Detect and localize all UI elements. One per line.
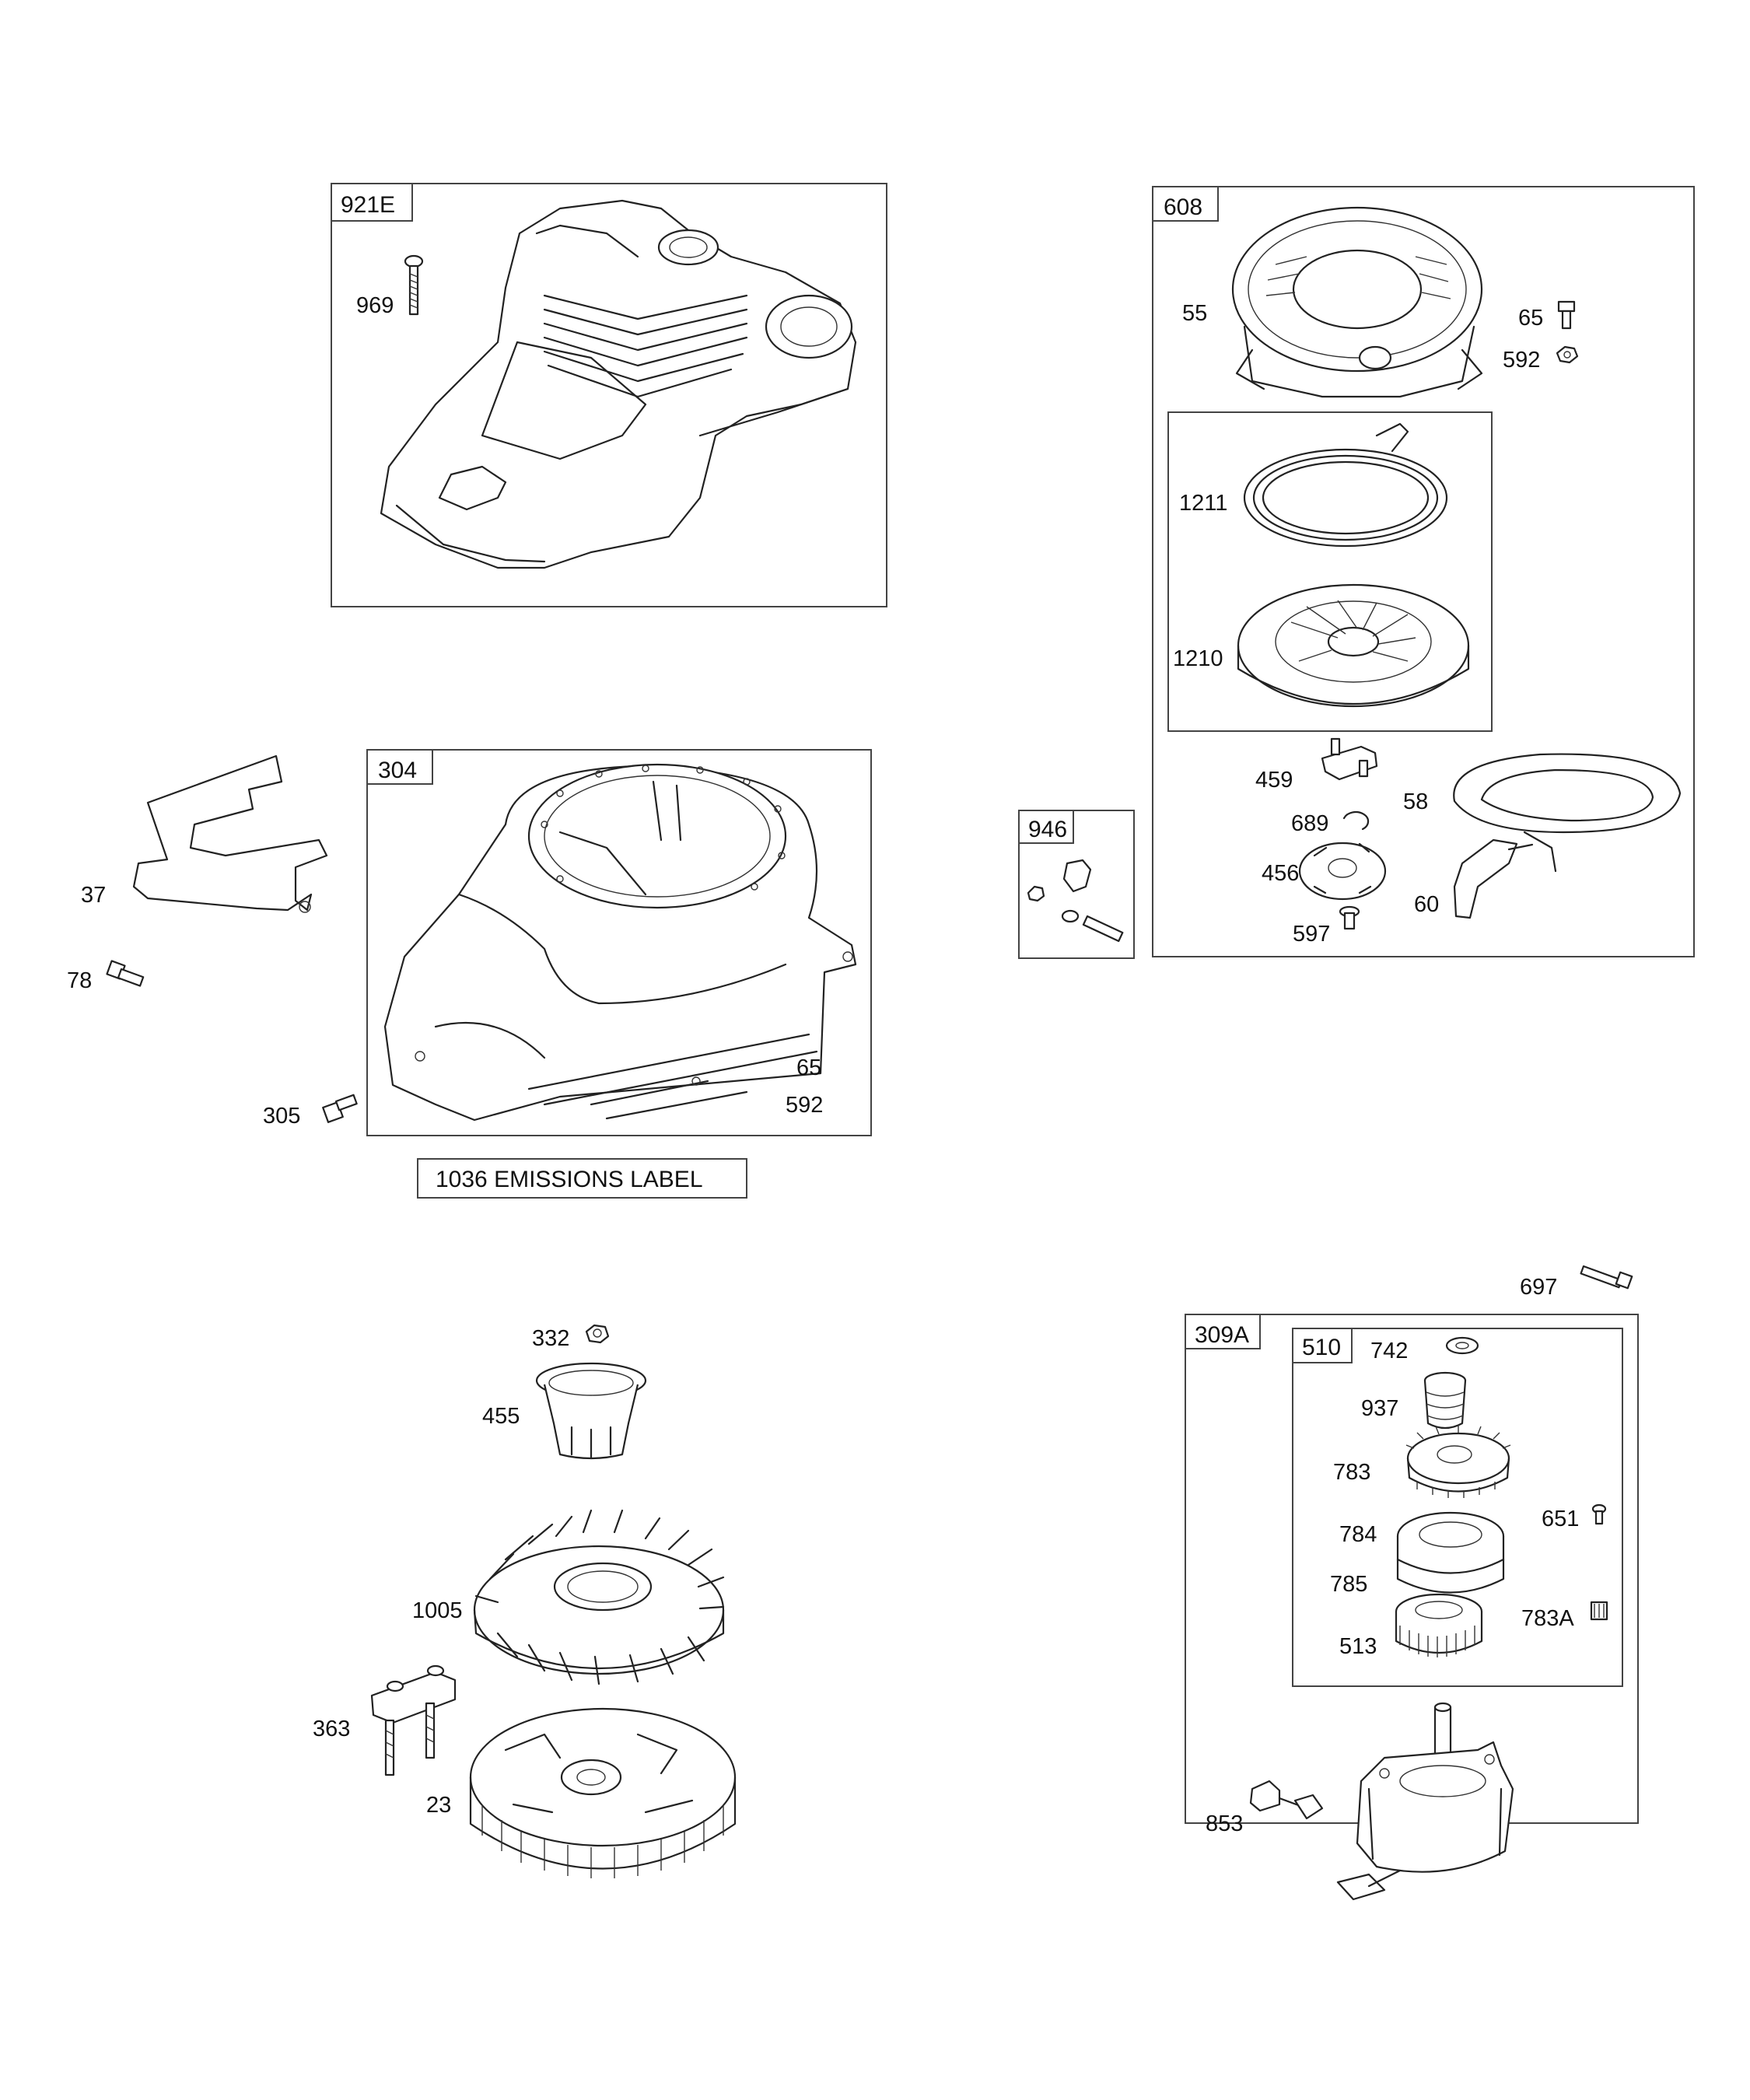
starter-motor-tag-box [1185, 1314, 1261, 1349]
label-455: 455 [482, 1404, 520, 1429]
screw-597 [1339, 905, 1360, 930]
label-1210: 1210 [1173, 646, 1223, 671]
label-785: 785 [1330, 1572, 1367, 1597]
shroud-group: 921E 969 [331, 183, 887, 607]
label-651: 651 [1542, 1507, 1579, 1531]
blower-housing-304 [383, 763, 857, 1122]
cam-456 [1298, 842, 1387, 901]
bracket-nut [1027, 885, 1045, 902]
starter-housing-55 [1231, 206, 1483, 398]
screw-305 [322, 1094, 358, 1123]
label-1005: 1005 [412, 1598, 463, 1623]
air-baffle-37 [132, 754, 328, 912]
bracket-kit-tag: 946 [1028, 817, 1067, 842]
nut-592 [1556, 345, 1579, 364]
pulley-1210 [1237, 583, 1470, 708]
label-697: 697 [1520, 1275, 1557, 1300]
baffle-group: 37 78 305 [67, 754, 358, 1129]
spring-pulley-frame [1167, 411, 1493, 732]
handle-60 [1453, 838, 1534, 919]
bracket-washer [1061, 909, 1080, 923]
emissions-label-group: 1036 EMISSIONS LABEL [417, 1158, 747, 1199]
starter-frame [1152, 186, 1695, 957]
label-597: 597 [1293, 922, 1330, 947]
label-742: 742 [1370, 1339, 1408, 1363]
recoil-spring-1211 [1243, 422, 1448, 548]
label-363: 363 [313, 1717, 350, 1741]
fan-1005 [473, 1509, 725, 1685]
label-784: 784 [1339, 1522, 1377, 1547]
label-65-housing: 65 [796, 1055, 821, 1080]
screw-651 [1591, 1503, 1607, 1525]
label-969: 969 [356, 293, 394, 318]
screw-78 [106, 960, 145, 987]
rewind-starter-group: 608 55 65 592 [1152, 186, 1695, 957]
label-592-starter: 592 [1503, 348, 1540, 373]
bolt-697 [1580, 1265, 1633, 1290]
shroud-tag-box [331, 183, 413, 222]
starter-tag-box [1152, 186, 1219, 222]
ring-689 [1342, 810, 1370, 831]
pin-783A [1590, 1601, 1608, 1621]
label-459: 459 [1255, 768, 1293, 793]
starter-tag: 608 [1164, 194, 1202, 220]
shroud-frame [331, 183, 887, 607]
label-937: 937 [1361, 1396, 1398, 1421]
label-332: 332 [532, 1326, 569, 1351]
bracket-bolt [1082, 915, 1124, 943]
label-783A: 783A [1521, 1606, 1574, 1631]
label-456: 456 [1262, 861, 1299, 886]
label-37: 37 [81, 883, 106, 908]
label-65-starter: 65 [1518, 306, 1543, 331]
blower-housing-group: 304 65 592 [366, 749, 872, 1136]
starter-motor-tag: 309A [1195, 1322, 1249, 1348]
bracket-kit-frame [1018, 810, 1135, 959]
label-1211: 1211 [1179, 491, 1227, 516]
drive-kit-tag: 510 [1302, 1335, 1341, 1360]
clip-742 [1445, 1336, 1479, 1355]
drive-kit-frame [1292, 1328, 1623, 1687]
bracket-clip [1062, 859, 1092, 893]
label-853: 853 [1206, 1811, 1243, 1836]
screw-969 [404, 254, 424, 316]
label-55: 55 [1182, 301, 1207, 326]
label-23: 23 [426, 1793, 451, 1818]
blower-housing-tag-box [366, 749, 433, 785]
cap-784 [1396, 1511, 1505, 1594]
label-783: 783 [1333, 1460, 1370, 1485]
rope-58 [1453, 753, 1682, 873]
shroud-tag: 921E [341, 192, 395, 218]
label-305: 305 [263, 1104, 300, 1129]
flywheel-group: 332 455 1005 363 [313, 1324, 737, 1878]
label-78: 78 [67, 968, 92, 993]
gear-783 [1405, 1425, 1511, 1498]
label-513: 513 [1339, 1634, 1377, 1659]
electric-starter-group: 697 309A 510 742 937 783 [1185, 1265, 1639, 1901]
flywheel-23 [469, 1707, 737, 1878]
bracket-kit-tag-box [1018, 810, 1074, 844]
spring-937 [1423, 1371, 1467, 1430]
label-60: 60 [1414, 892, 1439, 917]
starter-motor-body [1336, 1702, 1514, 1901]
emissions-label-text: 1036 EMISSIONS LABEL [436, 1167, 703, 1192]
nut-332 [585, 1324, 610, 1344]
armature-363 [370, 1664, 457, 1776]
label-58: 58 [1403, 789, 1428, 814]
screw-65 [1557, 300, 1576, 330]
shroud-cover [380, 199, 857, 569]
label-689: 689 [1291, 811, 1328, 836]
emissions-label-box [417, 1158, 747, 1199]
drive-kit-tag-box [1292, 1328, 1353, 1363]
blower-housing-tag: 304 [378, 758, 417, 783]
blower-housing-frame [366, 749, 872, 1136]
gear-513 [1395, 1593, 1483, 1657]
bracket-kit-group: 946 [1018, 810, 1135, 959]
starter-cup-455 [535, 1362, 647, 1460]
label-592-housing: 592 [786, 1093, 823, 1118]
connector-853 [1249, 1780, 1324, 1820]
pawl-459 [1321, 737, 1378, 781]
